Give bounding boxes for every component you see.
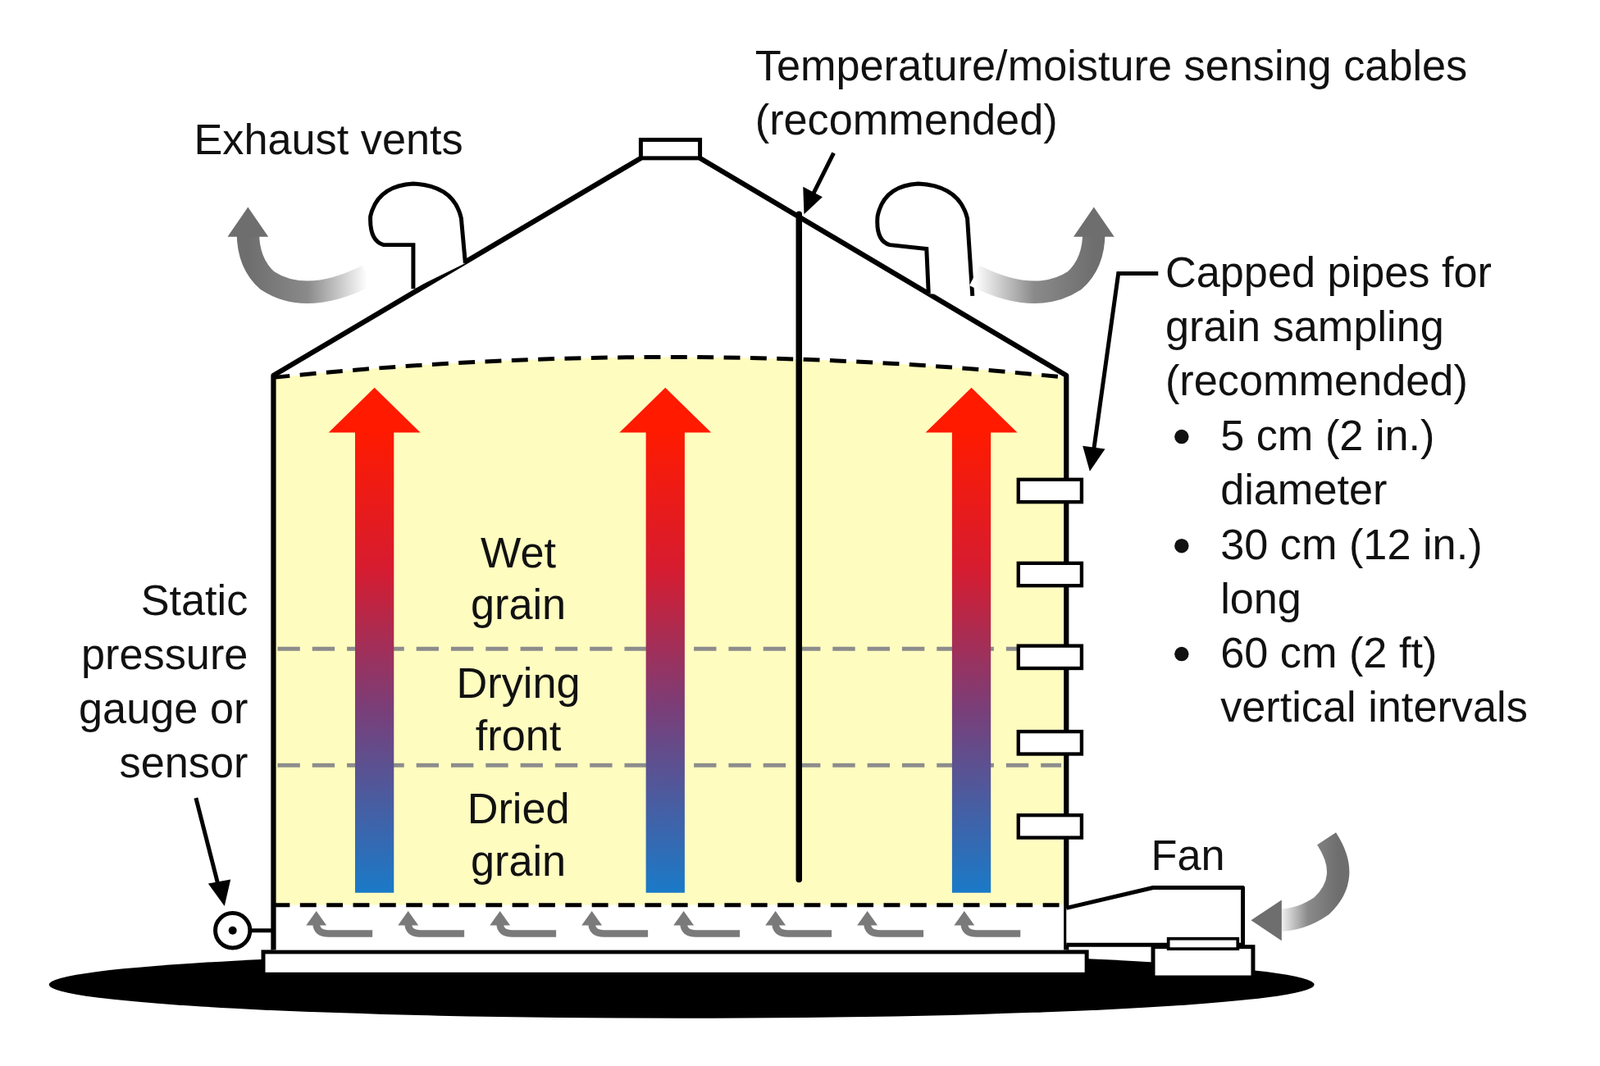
zone-band: Dried grain [437, 782, 601, 887]
spec-note: 5 cm (2 in.) diameter [1220, 408, 1573, 517]
zone-label: Drying front [437, 656, 601, 762]
gauge-label: Static pressure gauge or sensor [38, 573, 248, 790]
fan-label: Fan [1151, 828, 1274, 883]
cable-label: Temperature/moisture sensing cables (rec… [755, 38, 1491, 147]
zone-band: Wet grain [437, 526, 601, 631]
zone-band: Drying front [437, 656, 601, 762]
vent-label: Exhaust vents [193, 112, 531, 167]
spec-note: 30 cm (12 in.) long [1220, 517, 1573, 626]
zone-label: Dried grain [437, 782, 601, 887]
zone-label: Wet grain [437, 526, 601, 631]
spec-note: 60 cm (2 ft) vertical intervals [1220, 625, 1573, 734]
pipe-label: Capped pipes for grain sampling (recomme… [1165, 245, 1564, 408]
